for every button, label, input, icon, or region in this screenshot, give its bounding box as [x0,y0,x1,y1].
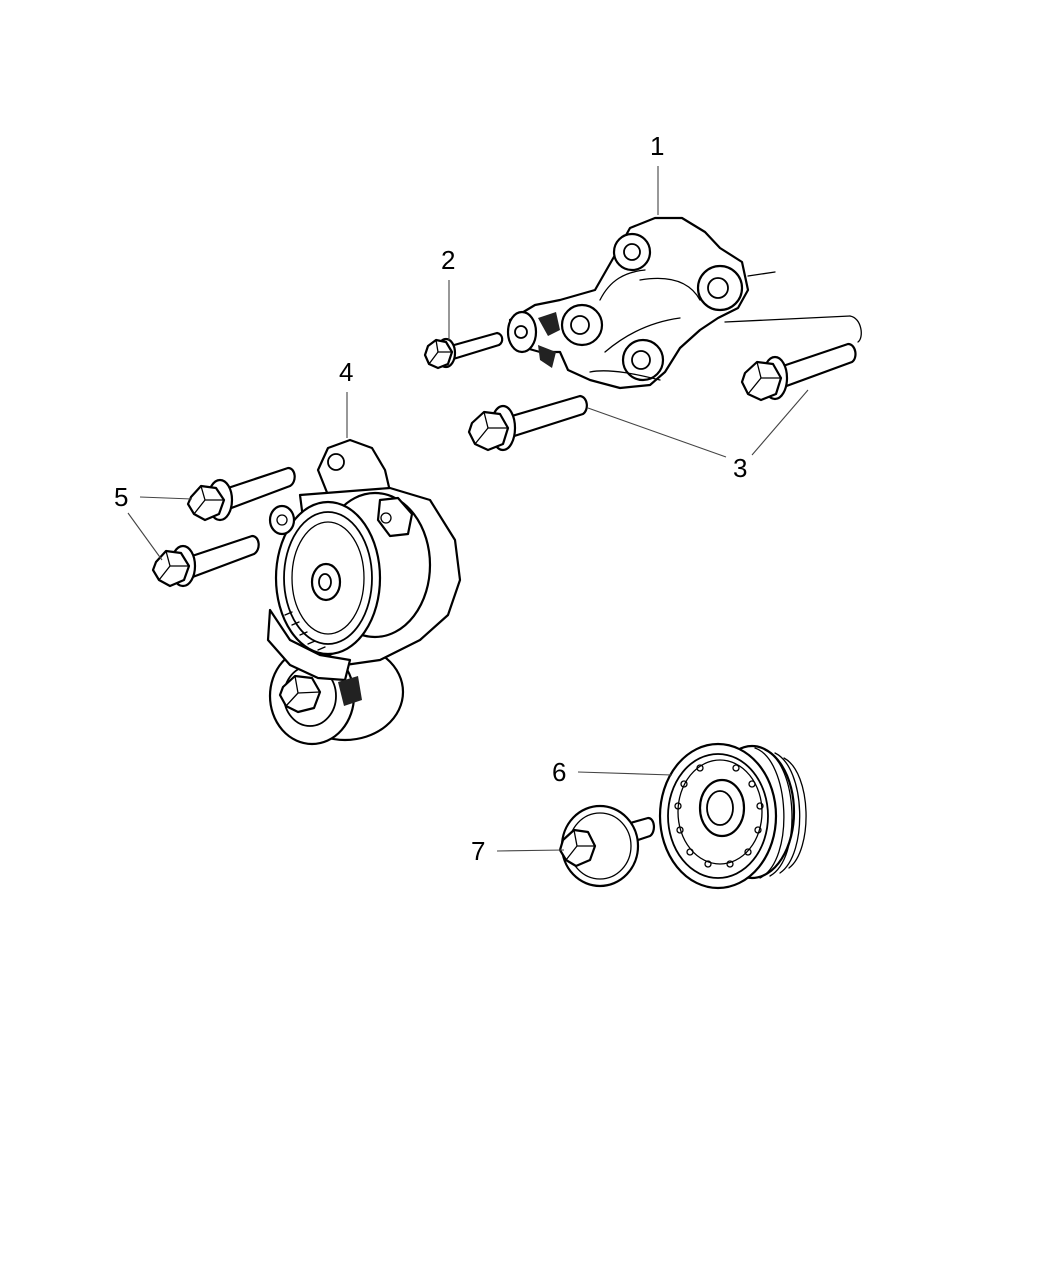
callout-1: 1 [650,131,664,161]
callout-6: 6 [552,757,566,787]
leader-lines [127,166,809,852]
bolt-part-5-lower [151,534,260,588]
callout-4: 4 [339,357,353,387]
callout-5: 5 [114,482,128,512]
callout-2: 2 [441,245,455,275]
pulley-part-6 [658,742,807,890]
bolt-part-7 [558,804,655,888]
bolt-part-3-left [467,394,588,452]
bolt-part-3-right [740,342,857,402]
bolt-part-5-upper [186,466,296,522]
tensioner-part-4 [266,438,462,746]
callout-7: 7 [471,836,485,866]
bolt-part-2 [423,331,504,370]
callout-3: 3 [733,453,747,483]
bracket-part-1 [506,216,862,390]
